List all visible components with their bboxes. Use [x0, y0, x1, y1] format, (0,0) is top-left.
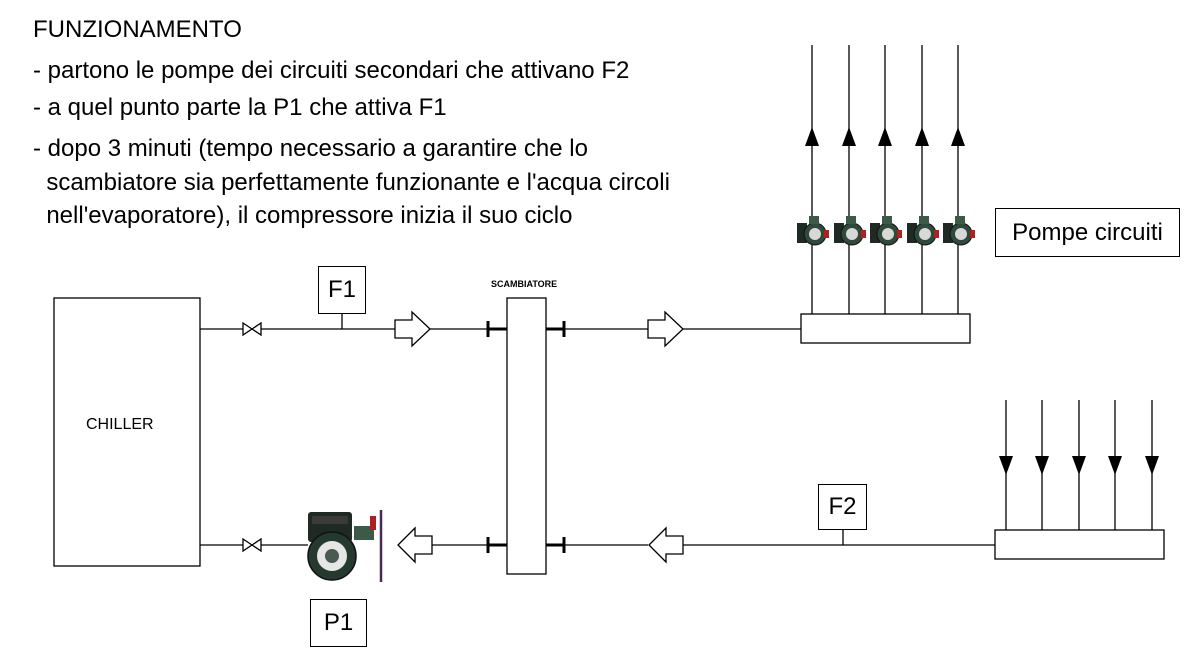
ball-valve-icon: [242, 537, 262, 553]
arrow-down-icon: [1145, 456, 1159, 475]
arrow-down-icon: [1035, 456, 1049, 475]
hollow-flow-arrow-icon: [394, 310, 431, 348]
circulator-pump-icon: [907, 216, 939, 246]
notes-line-3c: nell'evaporatore), il compressore inizia…: [33, 202, 573, 229]
ball-valve-icon: [242, 321, 262, 337]
hollow-flow-arrow-icon: [647, 310, 684, 348]
exchanger-box: [506, 297, 547, 575]
arrow-up-icon: [805, 127, 819, 146]
circulator-pump-icon: [307, 512, 376, 581]
arrow-down-icon: [1108, 456, 1122, 475]
flow-direction-up: [805, 127, 965, 146]
hollow-flow-arrow-icon: [397, 526, 433, 564]
return-collector: [994, 529, 1165, 560]
chiller-box: [53, 297, 201, 567]
circulator-pump-icon: [797, 216, 829, 246]
notes-line-2: - a quel punto parte la P1 che attiva F1: [33, 94, 447, 121]
arrow-up-icon: [842, 127, 856, 146]
arrow-down-icon: [1072, 456, 1086, 475]
notes-line-3b: scambiatore sia perfettamente funzionant…: [33, 169, 670, 196]
circulator-pump-icon: [943, 216, 975, 246]
pump-p1-label: P1: [310, 599, 367, 647]
circulator-pump-icon: [870, 216, 902, 246]
hollow-flow-arrow-icon: [648, 526, 684, 564]
flow-switch-f1: F1: [318, 266, 366, 314]
flow-direction-down: [999, 456, 1159, 475]
arrow-up-icon: [951, 127, 965, 146]
notes-line-3a: - dopo 3 minuti (tempo necessario a gara…: [33, 135, 588, 162]
chiller-label: CHILLER: [86, 416, 154, 433]
arrow-up-icon: [915, 127, 929, 146]
supply-collector: [800, 313, 971, 344]
flow-switch-f2: F2: [818, 484, 867, 530]
notes-title: FUNZIONAMENTO: [33, 16, 242, 43]
circuit-pumps-label: Pompe circuiti: [995, 208, 1180, 257]
circulator-pump-icon: [834, 216, 866, 246]
arrow-up-icon: [878, 127, 892, 146]
notes-line-1: - partono le pompe dei circuiti secondar…: [33, 57, 630, 84]
arrow-down-icon: [999, 456, 1013, 475]
circuit-pumps: [797, 216, 975, 246]
exchanger-label: SCAMBIATORE: [491, 279, 558, 289]
